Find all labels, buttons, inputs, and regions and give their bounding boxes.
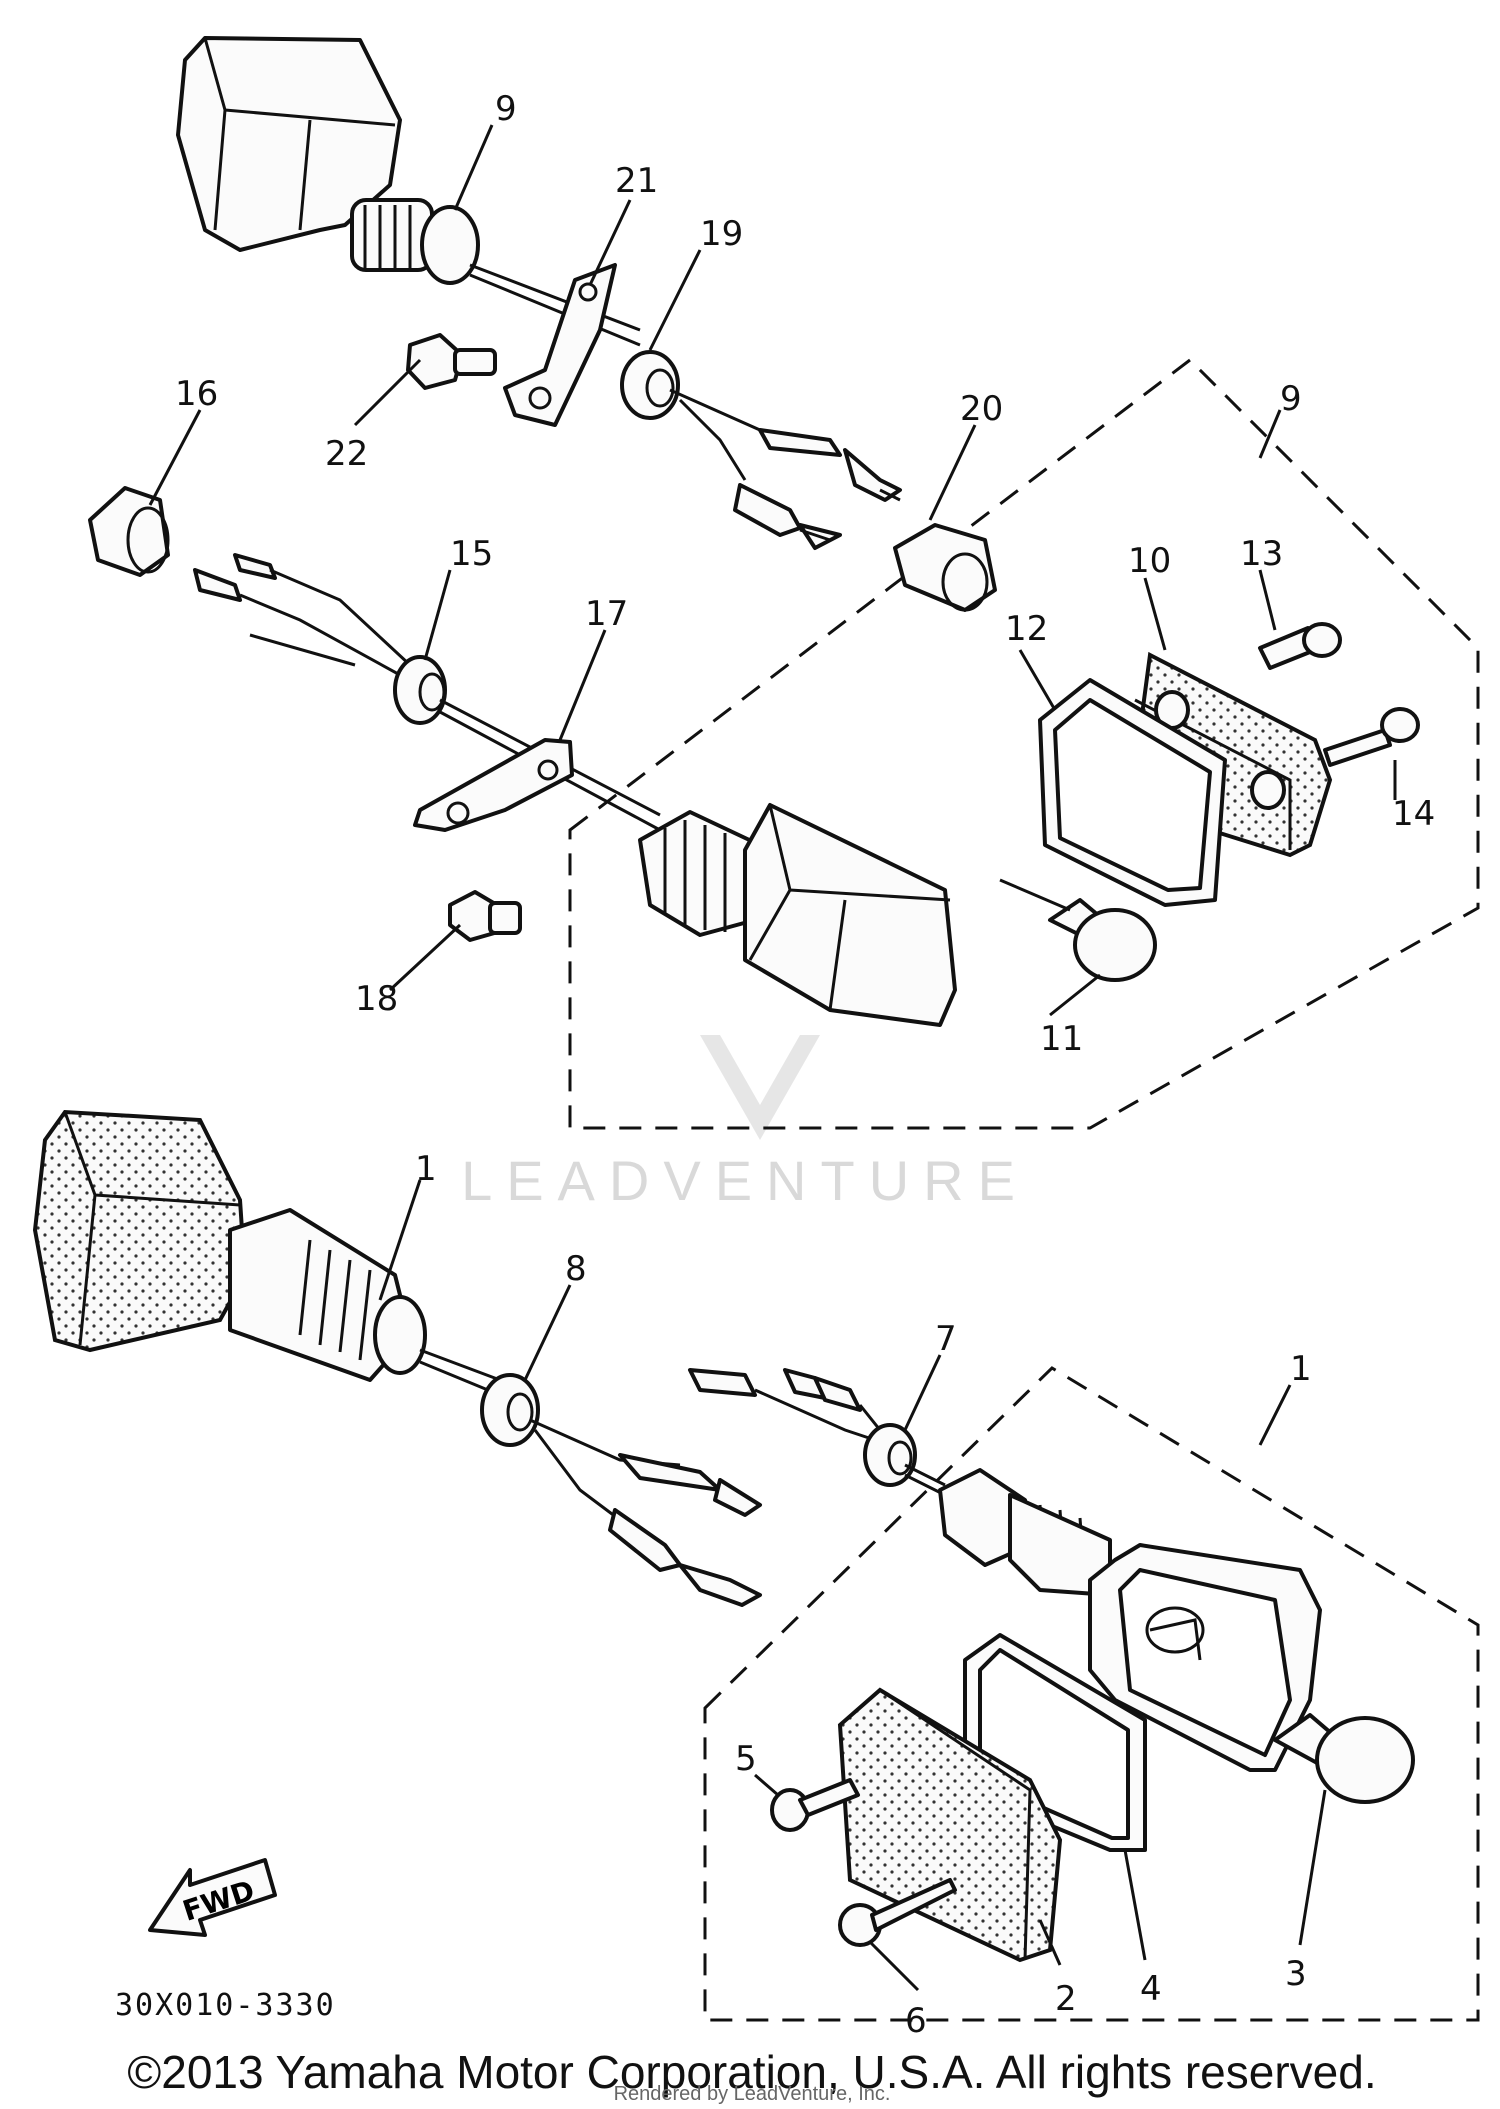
callout-20[interactable]: 20 xyxy=(960,389,1003,429)
callout-21[interactable]: 21 xyxy=(615,161,658,201)
copyright-notice: ©2013 Yamaha Motor Corporation, U.S.A. A… xyxy=(127,2046,1376,2098)
bulb-11 xyxy=(999,878,1157,982)
bracket-17 xyxy=(413,738,574,832)
callout-10[interactable]: 10 xyxy=(1128,541,1171,581)
callout-5[interactable]: 5 xyxy=(735,1739,757,1779)
turn-signal-front-left xyxy=(638,803,957,1027)
grommet-8 xyxy=(480,1373,681,1522)
callout-7[interactable]: 7 xyxy=(935,1319,957,1359)
connectors-lower-right xyxy=(688,1368,901,1442)
callout-3[interactable]: 3 xyxy=(1285,1954,1307,1994)
bracket-21 xyxy=(503,263,617,427)
lens-2 xyxy=(837,1687,1063,1963)
turn-signal-rear-left xyxy=(176,36,641,347)
screw-6 xyxy=(838,1878,957,1947)
screw-14 xyxy=(1323,707,1420,767)
connectors-lower-left xyxy=(608,1453,762,1607)
callout-13[interactable]: 13 xyxy=(1240,534,1283,574)
rendered-by-note: Rendered by LeadVenture, Inc. xyxy=(614,2083,891,2105)
grommet-7 xyxy=(863,1423,946,1497)
callout-labels: 9 21 19 16 22 20 9 15 17 10 13 12 14 18 … xyxy=(175,89,1435,2041)
cap-16 xyxy=(88,486,170,577)
turn-signal-front-right-lens xyxy=(32,1109,248,1353)
watermark-text: LEADVENTURE xyxy=(461,1149,1029,1212)
grommet-19 xyxy=(620,350,821,481)
callout-1-left[interactable]: 1 xyxy=(415,1149,437,1189)
callout-4[interactable]: 4 xyxy=(1140,1969,1162,2009)
watermark: LEADVENTURE xyxy=(461,1035,1029,1212)
bulb-3 xyxy=(1273,1713,1415,1804)
callout-6[interactable]: 6 xyxy=(905,2001,927,2041)
leader-lines xyxy=(148,124,1397,1992)
bolt-18 xyxy=(448,890,522,942)
callout-15[interactable]: 15 xyxy=(450,534,493,574)
callout-1-assembly[interactable]: 1 xyxy=(1290,1349,1312,1389)
callout-14[interactable]: 14 xyxy=(1392,794,1435,834)
callout-11[interactable]: 11 xyxy=(1040,1019,1083,1059)
grommet-15 xyxy=(393,655,661,832)
bolt-22 xyxy=(406,333,497,390)
callout-22[interactable]: 22 xyxy=(325,434,368,474)
callout-19[interactable]: 19 xyxy=(700,214,743,254)
turn-signal-rear-right xyxy=(938,1468,1322,1772)
connectors-upper xyxy=(733,428,902,550)
callout-9-upper[interactable]: 9 xyxy=(495,89,517,129)
grommet-20 xyxy=(893,523,997,612)
callout-16[interactable]: 16 xyxy=(175,374,218,414)
assembly-box-lower xyxy=(703,1366,1480,2022)
screw-5 xyxy=(770,1778,860,1832)
turn-signal-front-right-stem xyxy=(228,1208,501,1397)
callout-2[interactable]: 2 xyxy=(1055,1979,1077,2019)
wires-middle xyxy=(193,553,412,677)
screw-13 xyxy=(1258,622,1342,670)
callout-18[interactable]: 18 xyxy=(355,979,398,1019)
callout-9-assembly[interactable]: 9 xyxy=(1280,379,1302,419)
gasket-12 xyxy=(1038,678,1227,907)
diagram-code: 30X010-3330 xyxy=(115,1988,336,2023)
callout-17[interactable]: 17 xyxy=(585,594,628,634)
assembly-box-upper xyxy=(568,358,1480,1130)
callout-8[interactable]: 8 xyxy=(565,1249,587,1289)
callout-12[interactable]: 12 xyxy=(1005,609,1048,649)
forward-direction-arrow[interactable]: FWD xyxy=(148,1858,277,1937)
